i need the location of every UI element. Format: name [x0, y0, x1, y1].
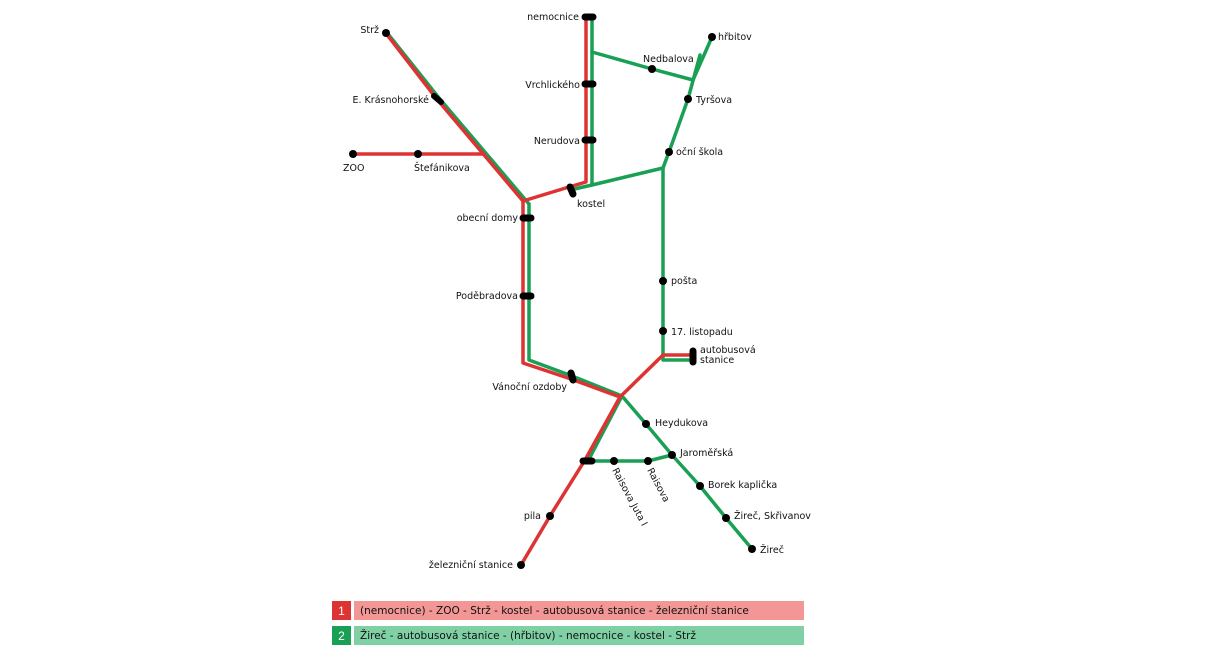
- label-raisova: Raisova: [644, 466, 671, 504]
- route-2-tyrsova-ocni: [661, 53, 702, 170]
- label-ocni-skola: oční škola: [676, 147, 723, 158]
- label-borek: Borek kaplička: [708, 480, 777, 491]
- label-zirec-skrivanov: Žireč, Skřivanov: [734, 510, 811, 522]
- stop-dot-kostel[interactable]: [566, 183, 577, 198]
- stop-dot-nedbalova[interactable]: [648, 65, 656, 73]
- route-2-hrbitov-branch: [590, 35, 714, 82]
- label-vrchlickeho: Vrchlického: [525, 80, 580, 91]
- label-nedbalova: Nedbalova: [643, 54, 694, 65]
- stop-dot-zirec-skrivanov[interactable]: [722, 514, 730, 522]
- route-2-hub-zirec: [620, 394, 754, 551]
- label-listopadu: 17. listopadu: [671, 327, 733, 338]
- stop-labels: Strž E. Krásnohorské ZOO Štefánikova nem…: [343, 12, 811, 571]
- label-kostel: kostel: [577, 199, 605, 210]
- stop-dot-jaromerska[interactable]: [668, 451, 676, 459]
- stop-dot-tyrsova[interactable]: [684, 95, 692, 103]
- stop-dot-zirec[interactable]: [748, 545, 756, 553]
- route-2-strz-kostel: [386, 32, 531, 206]
- label-hrbitov: hřbitov: [718, 32, 752, 43]
- stop-dot-zeleznicni[interactable]: [517, 561, 525, 569]
- stop-dot-strz[interactable]: [382, 29, 390, 37]
- label-autobusova-line2: stanice: [700, 355, 734, 366]
- label-autobusova-line1: autobusová: [700, 345, 756, 356]
- label-tyrsova: Tyršova: [695, 95, 732, 106]
- label-strz: Strž: [360, 25, 379, 36]
- label-nerudova: Nerudova: [534, 136, 580, 147]
- legend-route-line-1: (nemocnice) - ZOO - Strž - kostel - auto…: [354, 601, 804, 620]
- label-raisova-juta: Raisova Juta I: [609, 466, 649, 528]
- stop-dot-hrbitov[interactable]: [708, 33, 716, 41]
- legend-route-line-2: Žireč - autobusová stanice - (hřbitov) -…: [354, 626, 804, 645]
- legend-number-line-2: 2: [332, 626, 351, 645]
- stops: [349, 13, 756, 569]
- route-1-lines: [351, 15, 695, 567]
- stop-dot-vanocni-ozdoby[interactable]: [567, 369, 577, 384]
- label-nemocnice: nemocnice: [527, 12, 579, 23]
- route-2-kostel-ocni: [590, 166, 665, 187]
- label-vanocni-ozdoby: Vánoční ozdoby: [492, 382, 567, 393]
- route-2-ocni-autobusova: [661, 166, 695, 362]
- label-zoo: ZOO: [343, 163, 364, 174]
- stop-dot-ocni-skola[interactable]: [665, 148, 673, 156]
- route-1-kostel-nemocnice: [521, 15, 588, 203]
- label-zeleznicni: železniční stanice: [429, 560, 513, 571]
- route-1-obecni-hub: [521, 199, 695, 399]
- label-heydukova: Heydukova: [655, 418, 708, 429]
- stop-dot-listopadu[interactable]: [659, 327, 667, 335]
- label-jaromerska: Jaroměřská: [679, 448, 733, 459]
- stop-dot-e-krasnohorske[interactable]: [431, 93, 444, 105]
- route-2-kvetna-raisova: [586, 453, 674, 463]
- label-obecni-domy: obecní domy: [457, 213, 519, 224]
- label-e-krasnohorske: E. Krásnohorské: [353, 95, 430, 106]
- label-stefanikova: Štefánikova: [414, 162, 470, 174]
- stop-dot-pila[interactable]: [546, 512, 554, 520]
- route-2-obecni-vanocni: [527, 202, 624, 398]
- label-zirec: Žireč: [760, 544, 784, 556]
- stop-dot-borek[interactable]: [696, 482, 704, 490]
- route-1-hub-zeleznicni: [519, 395, 622, 567]
- legend-number-line-1: 1: [332, 601, 351, 620]
- stop-dot-raisova[interactable]: [644, 457, 652, 465]
- stop-dot-stefanikova[interactable]: [414, 150, 422, 158]
- legend-row-line-1: 1 (nemocnice) - ZOO - Strž - kostel - au…: [332, 601, 804, 620]
- route-2-lines: [386, 15, 754, 551]
- stop-dot-posta[interactable]: [659, 277, 667, 285]
- route-2-kostel-nemocnice: [568, 15, 594, 192]
- stop-dot-zoo[interactable]: [349, 150, 357, 158]
- label-posta: pošta: [671, 276, 697, 287]
- legend-row-line-2: 2 Žireč - autobusová stanice - (hřbitov)…: [332, 626, 804, 645]
- stop-dot-heydukova[interactable]: [642, 420, 650, 428]
- label-podebradova: Poděbradova: [456, 291, 518, 302]
- label-pila: pila: [524, 511, 541, 522]
- stop-dot-raisova-juta[interactable]: [610, 457, 618, 465]
